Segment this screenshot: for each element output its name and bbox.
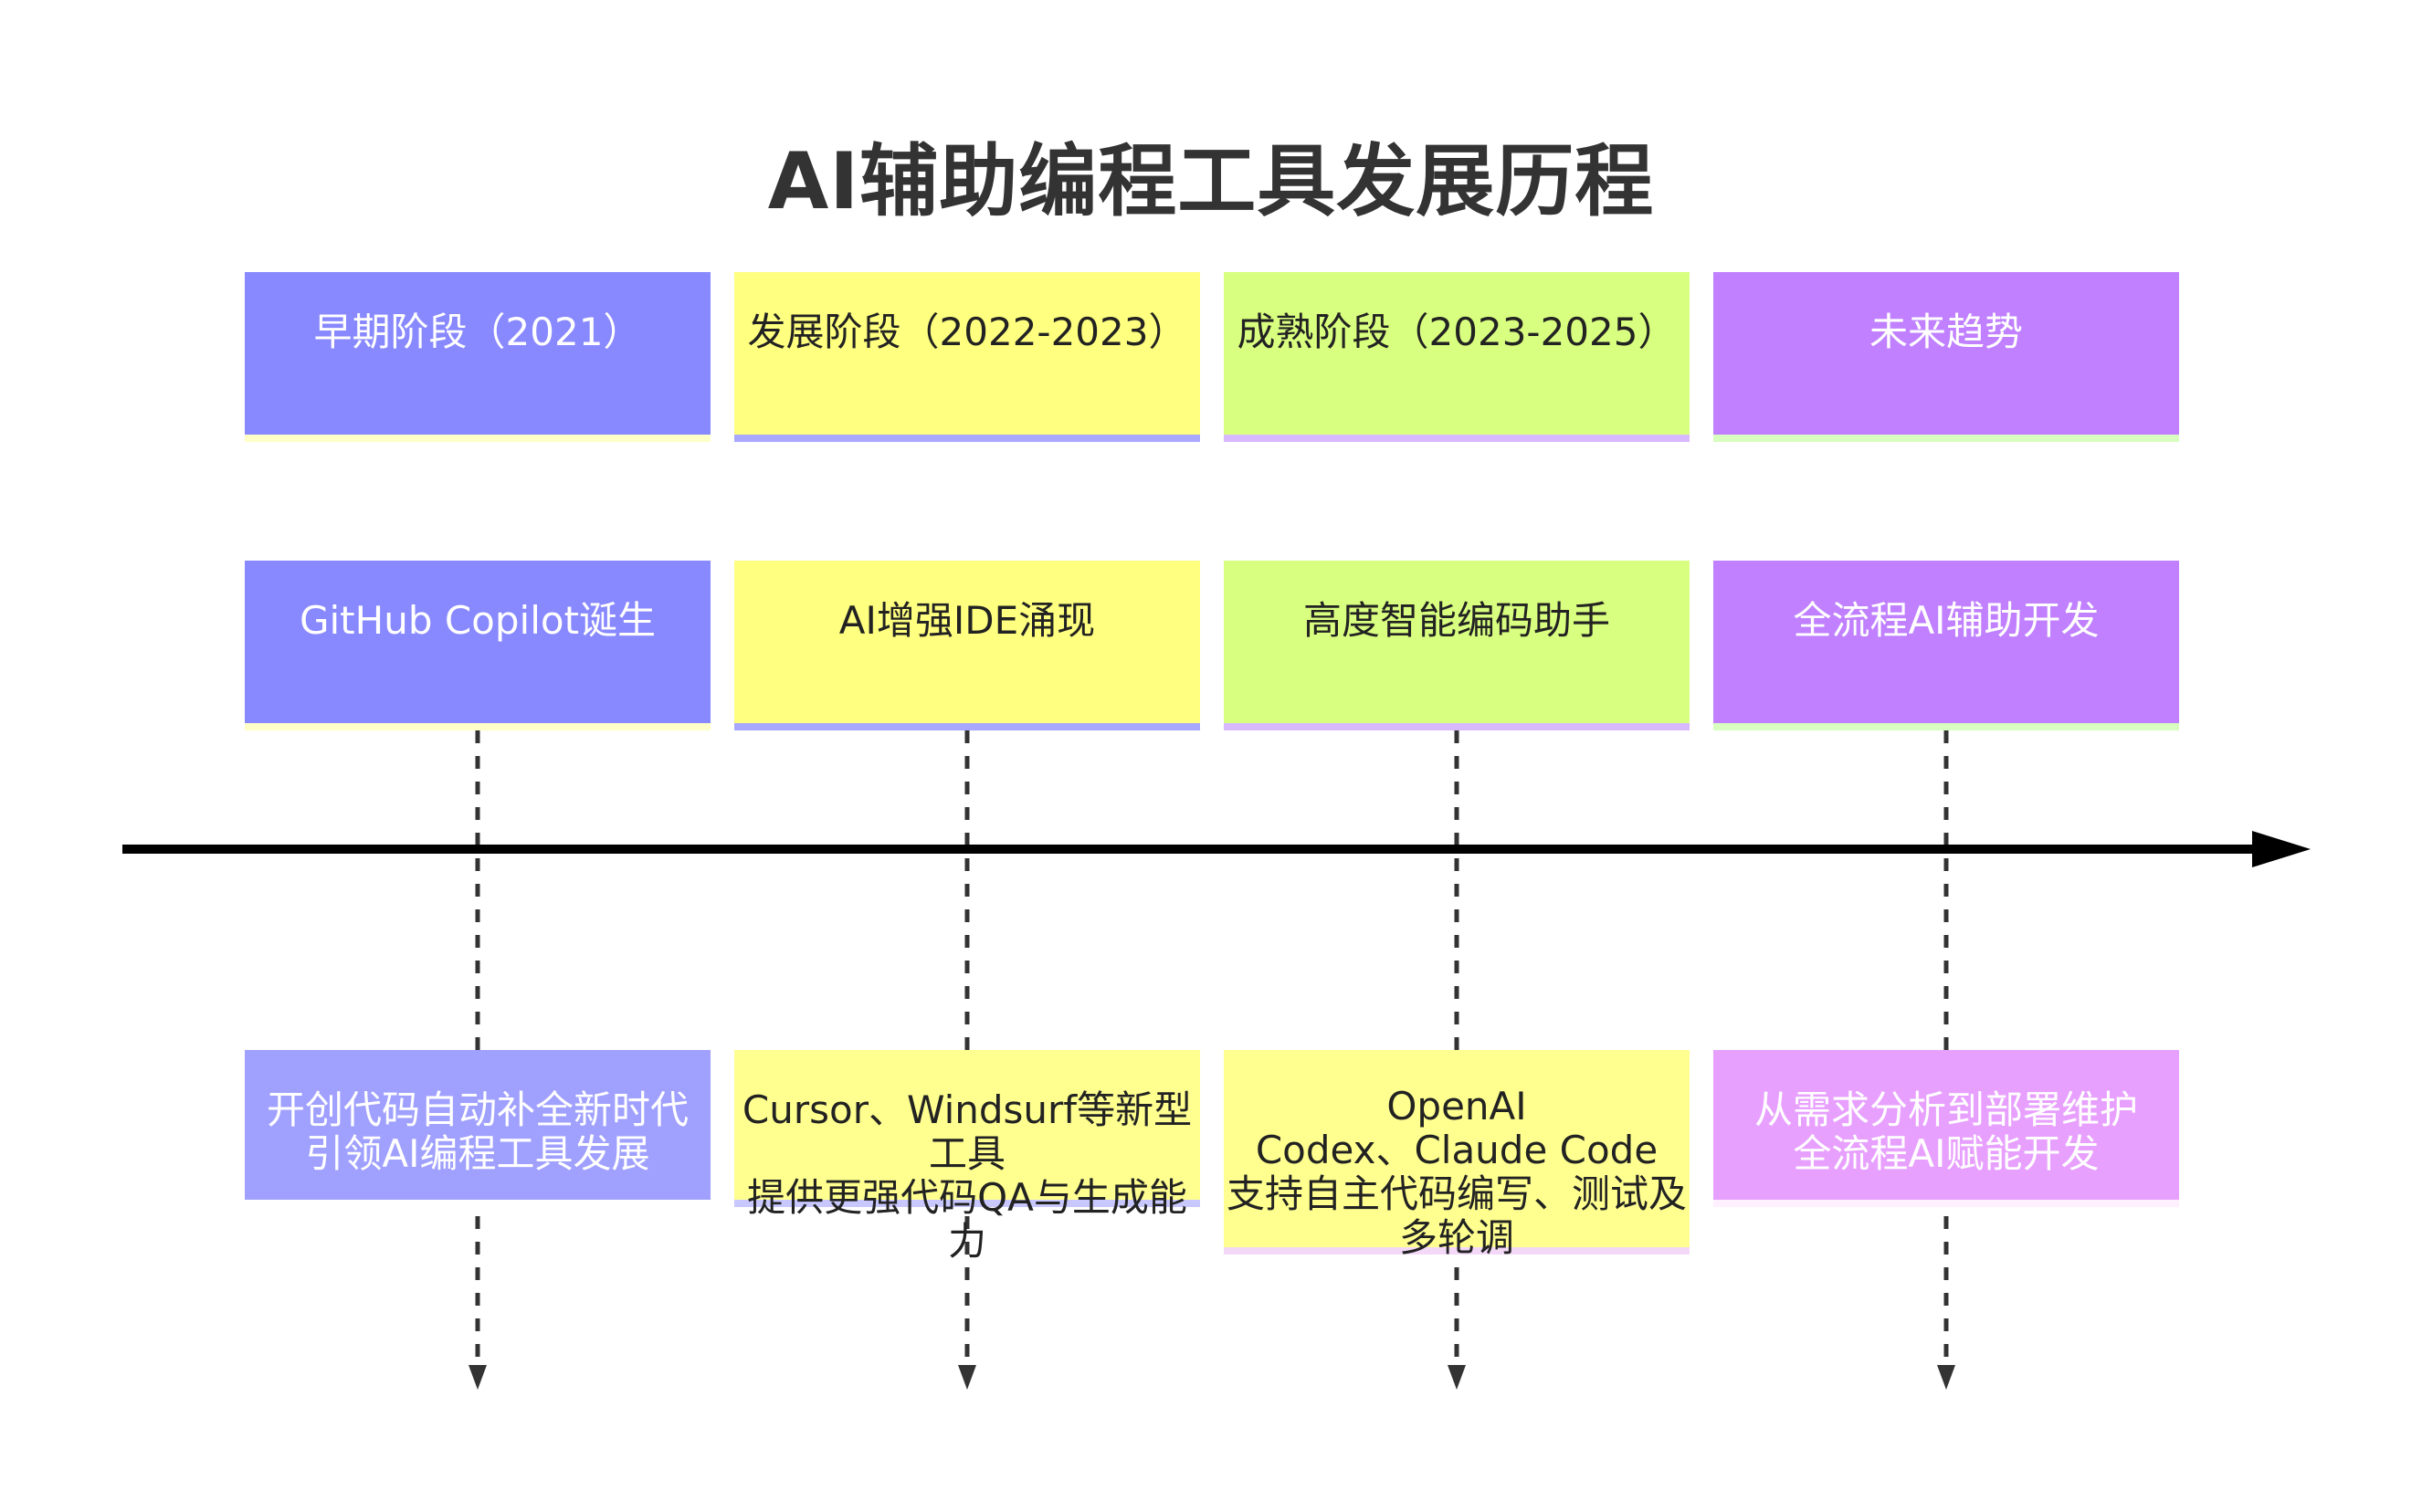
period-label-4: 未来趋势 xyxy=(1869,310,2023,354)
timeline-axis-arrowhead xyxy=(2252,831,2311,867)
period-label-3: 成熟阶段（2023-2025） xyxy=(1237,310,1677,354)
period-box-1: 早期阶段（2021） xyxy=(245,272,711,442)
description-text-1: 开创代码自动补全新时代 引领AI编程工具发展 xyxy=(266,1087,689,1176)
description-box-2: Cursor、Windsurf等新型工具 提供更强代码QA与生成能力 xyxy=(734,1050,1200,1264)
connector-arrowhead-2 xyxy=(958,1365,976,1390)
period-box-2: 发展阶段（2022-2023） xyxy=(734,272,1200,442)
connector-arrowhead-3 xyxy=(1448,1365,1466,1390)
event-box-3: 高度智能编码助手 xyxy=(1224,561,1690,730)
diagram-title: AI辅助编程工具发展历程 xyxy=(767,136,1655,227)
description-box-1: 开创代码自动补全新时代 引领AI编程工具发展 xyxy=(245,1050,711,1207)
description-text-3: OpenAI Codex、Claude Code 支持自主代码编写、测试及多轮调 xyxy=(1226,1084,1687,1260)
description-text-2: Cursor、Windsurf等新型工具 提供更强代码QA与生成能力 xyxy=(742,1087,1193,1264)
description-box-4: 从需求分析到部署维护 全流程AI赋能开发 xyxy=(1713,1050,2179,1207)
connector-arrowhead-1 xyxy=(469,1365,487,1390)
event-label-4: 全流程AI辅助开发 xyxy=(1793,598,2100,643)
period-box-3: 成熟阶段（2023-2025） xyxy=(1224,272,1690,442)
period-label-2: 发展阶段（2022-2023） xyxy=(747,310,1187,354)
event-box-1: GitHub Copilot诞生 xyxy=(245,561,711,730)
event-label-3: 高度智能编码助手 xyxy=(1302,598,1610,643)
period-label-1: 早期阶段（2021） xyxy=(313,310,642,354)
connector-arrowhead-4 xyxy=(1937,1365,1955,1390)
period-box-4: 未来趋势 xyxy=(1713,272,2179,442)
event-box-4: 全流程AI辅助开发 xyxy=(1713,561,2179,730)
description-box-3: OpenAI Codex、Claude Code 支持自主代码编写、测试及多轮调 xyxy=(1224,1050,1690,1260)
event-box-2: AI增强IDE涌现 xyxy=(734,561,1200,730)
event-label-2: AI增强IDE涌现 xyxy=(838,598,1096,643)
description-text-4: 从需求分析到部署维护 全流程AI赋能开发 xyxy=(1753,1087,2138,1176)
event-label-1: GitHub Copilot诞生 xyxy=(299,598,657,643)
